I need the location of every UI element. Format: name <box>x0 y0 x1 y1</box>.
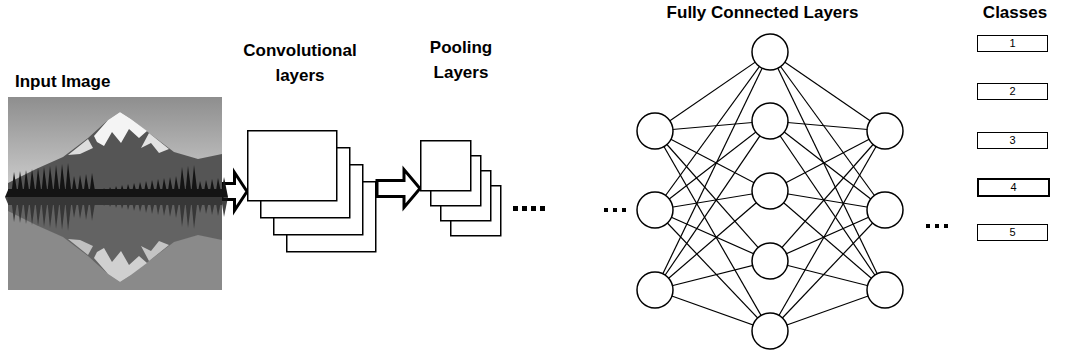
snow <box>68 139 93 155</box>
input-image: Input Image <box>8 97 222 290</box>
tree <box>221 177 228 197</box>
ellipsis-dot <box>613 208 617 212</box>
class-box: 4 <box>977 178 1050 197</box>
section-heading: Fully Connected Layers <box>630 2 895 24</box>
class-number: 1 <box>978 36 1047 51</box>
tree-line <box>8 189 222 197</box>
neuron <box>867 113 903 149</box>
lake <box>8 197 222 290</box>
layer-stack <box>247 130 377 253</box>
neuron <box>867 272 903 308</box>
ellipsis-dot <box>513 206 518 211</box>
ellipsis-dot <box>935 224 939 228</box>
weight-line <box>770 210 885 261</box>
neuron <box>752 34 788 70</box>
neuron <box>752 243 788 279</box>
class-number: 5 <box>978 225 1047 240</box>
layer-stack <box>420 140 502 237</box>
neuron <box>867 192 903 228</box>
scene <box>5 112 228 197</box>
class-box: 3 <box>977 132 1048 149</box>
weight-line <box>770 210 885 331</box>
neuron <box>752 173 788 209</box>
feature-map <box>248 131 337 201</box>
landscape-photo <box>8 97 222 290</box>
ellipsis-dot <box>622 208 626 212</box>
class-number: 2 <box>978 84 1047 99</box>
weight-line <box>770 131 885 331</box>
neuron <box>637 192 673 228</box>
class-box: 1 <box>977 35 1048 52</box>
class-box: 5 <box>977 224 1048 241</box>
ellipsis-dot <box>926 224 930 228</box>
snow <box>94 112 147 146</box>
section-heading: Classes <box>970 2 1060 24</box>
ellipsis-dot <box>522 206 527 211</box>
feature-map <box>421 141 471 191</box>
layer-heading: Pooling Layers <box>416 35 506 85</box>
block-arrow <box>377 170 420 208</box>
sky <box>8 97 222 197</box>
pooling-stack: Pooling Layers <box>420 140 502 237</box>
ellipsis-dot <box>540 206 545 211</box>
layer-heading: Convolutional layers <box>235 38 365 88</box>
class-number: 3 <box>978 133 1047 148</box>
tree <box>221 197 228 217</box>
class-box: 2 <box>977 83 1048 100</box>
snow <box>141 133 169 153</box>
ellipsis-dot <box>604 208 608 212</box>
ellipsis-dot <box>531 206 536 211</box>
ellipsis-dot <box>944 224 948 228</box>
neuron <box>752 313 788 349</box>
layer-heading: Input Image <box>15 69 215 94</box>
weight-line <box>655 210 770 331</box>
neuron <box>752 103 788 139</box>
weight-line <box>655 131 770 331</box>
convolutional-stack: Convolutional layers <box>247 130 377 253</box>
water-tint <box>8 197 222 290</box>
neuron <box>637 272 673 308</box>
neuron <box>637 113 673 149</box>
class-number: 4 <box>979 180 1048 195</box>
